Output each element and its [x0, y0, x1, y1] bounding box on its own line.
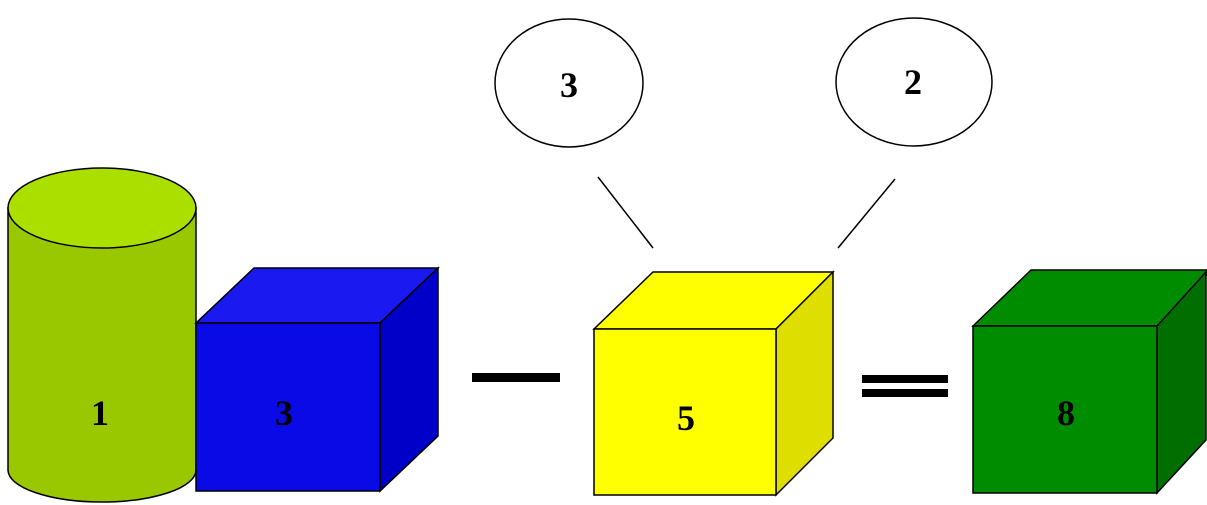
- left-bubble-connector: [597, 176, 654, 249]
- cylinder-top: [7, 167, 197, 249]
- yellow-cube-label: 5: [677, 398, 695, 438]
- cylinder-body: [7, 207, 197, 503]
- left-bubble-label: 3: [560, 65, 578, 105]
- green-cube: 8: [971, 269, 1207, 495]
- right-bubble-label: 2: [904, 62, 922, 102]
- minus-sign: [472, 373, 560, 382]
- blue-cube-front: [195, 322, 381, 492]
- green-cube-label: 8: [1057, 393, 1075, 433]
- green-cube-front: [972, 325, 1158, 494]
- cylinder-label: 1: [91, 393, 109, 433]
- yellow-cube: 5: [592, 270, 835, 497]
- equals-sign: [862, 375, 948, 397]
- right-bubble-connector: [837, 178, 896, 249]
- blue-cube-label: 3: [275, 393, 293, 433]
- blue-cube: 3: [194, 266, 440, 493]
- left-bubble: 3: [494, 18, 644, 148]
- cylinder-shape: 1: [7, 167, 197, 503]
- right-bubble: 2: [835, 17, 993, 147]
- yellow-cube-front: [593, 328, 777, 496]
